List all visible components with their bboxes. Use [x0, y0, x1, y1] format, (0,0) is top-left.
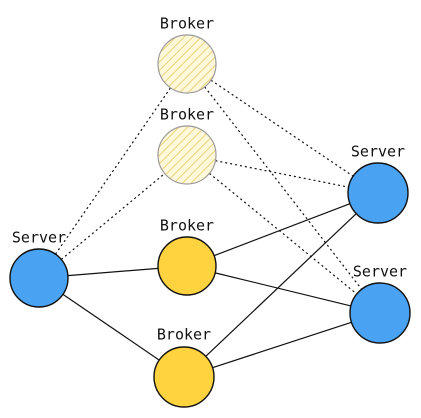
- edge-broker-1-to-server-right-top: [210, 79, 354, 177]
- edge-broker-4-to-server-right-top: [205, 213, 357, 357]
- node-broker-2: Broker: [157, 106, 217, 185]
- broker-3-circle: [157, 236, 217, 296]
- broker-4-circle: [153, 346, 215, 408]
- edge-broker-1-to-server-right-bottom: [204, 86, 363, 290]
- server-right-top-label: Server: [351, 143, 405, 161]
- edges-layer: [55, 79, 363, 369]
- broker-2-label: Broker: [160, 106, 214, 124]
- edge-server-left-to-broker-4: [62, 293, 160, 361]
- edge-server-left-to-broker-2: [60, 173, 166, 260]
- edge-server-left-to-broker-3: [67, 267, 159, 277]
- broker-1-circle: [157, 34, 217, 94]
- edge-broker-3-to-server-right-top: [213, 203, 351, 257]
- broker-4-label: Broker: [157, 326, 211, 344]
- broker-2-circle: [157, 125, 217, 185]
- server-right-bottom-circle: [349, 282, 411, 344]
- edge-broker-2-to-server-right-bottom: [209, 172, 358, 295]
- node-broker-3: Broker: [157, 217, 217, 296]
- nodes-layer: BrokerBrokerBrokerBrokerServerServerServ…: [9, 15, 411, 408]
- server-right-bottom-label: Server: [353, 263, 407, 281]
- node-broker-4: Broker: [153, 326, 215, 408]
- node-server-left: Server: [9, 229, 69, 308]
- edge-broker-3-to-server-right-bottom: [215, 272, 351, 307]
- broker-1-label: Broker: [160, 15, 214, 33]
- node-broker-1: Broker: [157, 15, 217, 94]
- node-server-right-top: Server: [347, 143, 409, 224]
- server-left-label: Server: [12, 229, 66, 247]
- server-left-circle: [9, 248, 69, 308]
- edge-broker-4-to-server-right-bottom: [212, 321, 352, 369]
- broker-3-label: Broker: [160, 217, 214, 235]
- server-right-top-circle: [347, 162, 409, 224]
- edge-broker-2-to-server-right-top: [215, 160, 349, 188]
- node-server-right-bottom: Server: [349, 263, 411, 344]
- edge-server-left-to-broker-1: [55, 87, 171, 255]
